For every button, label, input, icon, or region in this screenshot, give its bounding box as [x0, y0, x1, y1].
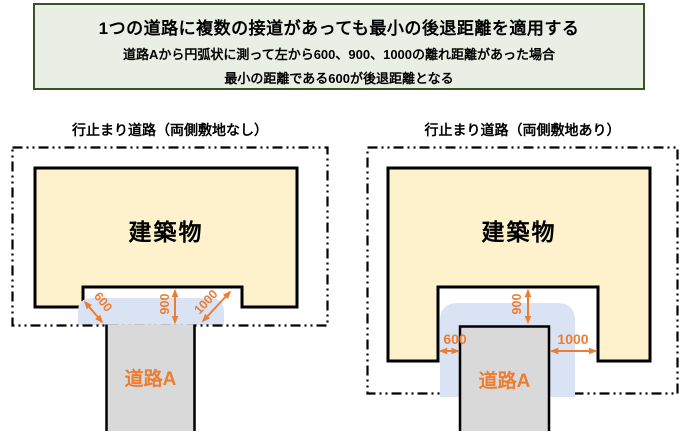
left-building-label: 建築物	[128, 219, 204, 245]
left-road-edges	[105, 324, 196, 431]
left-diagram-caption: 行止まり道路（両側敷地なし）	[72, 122, 268, 138]
left-building-shape	[33, 166, 299, 309]
right-road-label: 道路A	[478, 371, 531, 392]
right-building-label: 建築物	[481, 219, 557, 245]
left-road-shape	[106, 324, 195, 431]
right-dim-900-value: 900	[510, 293, 524, 315]
right-diagram-caption: 行止まり道路（両側敷地あり）	[424, 122, 621, 138]
left-dim-900-value: 900	[158, 293, 172, 315]
left-dim-600-arrow	[83, 300, 104, 324]
title-box: 1つの道路に複数の接道があっても最小の後退距離を適用する 道路Aから円弧状に測っ…	[33, 3, 645, 90]
right-road-edges	[458, 325, 551, 431]
subtitle-line-2: 最小の距離である600が後退距離となる	[224, 71, 454, 86]
right-dim-600-value: 600	[443, 331, 467, 347]
left-arc-area	[78, 298, 224, 325]
left-dim-1000-arrow	[201, 290, 232, 323]
right-dim-1000-value: 1000	[557, 331, 589, 347]
right-road-shape	[460, 325, 549, 431]
page-title: 1つの道路に複数の接道があっても最小の後退距離を適用する	[98, 19, 580, 38]
right-building-shape	[386, 166, 652, 363]
left-road-label: 道路A	[124, 369, 177, 390]
subtitle-line-1: 道路Aから円弧状に測って左から600、900、1000の離れ距離があった場合	[122, 47, 556, 62]
